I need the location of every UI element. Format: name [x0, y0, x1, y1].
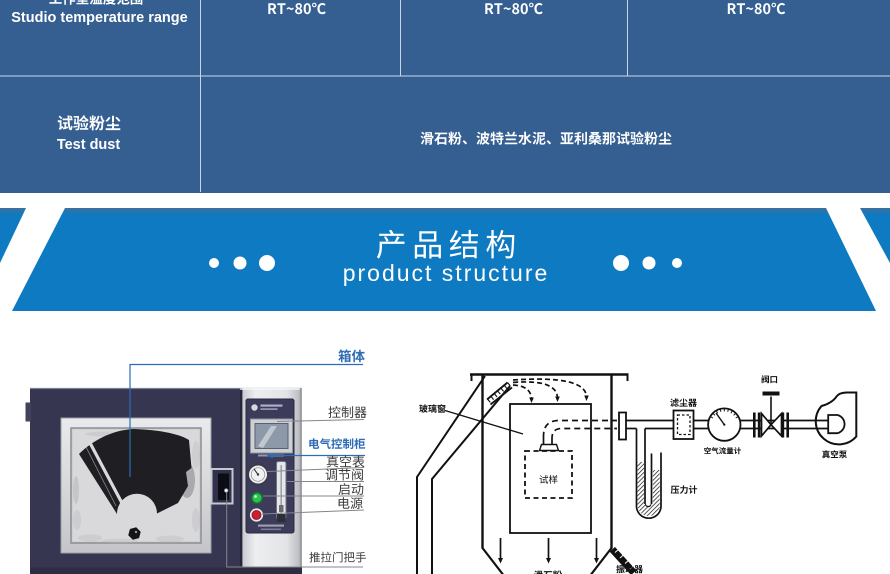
svg-text:product structure: product structure — [343, 260, 550, 286]
svg-text:Test dust: Test dust — [57, 137, 121, 153]
svg-text:Studio temperature range: Studio temperature range — [11, 10, 187, 26]
